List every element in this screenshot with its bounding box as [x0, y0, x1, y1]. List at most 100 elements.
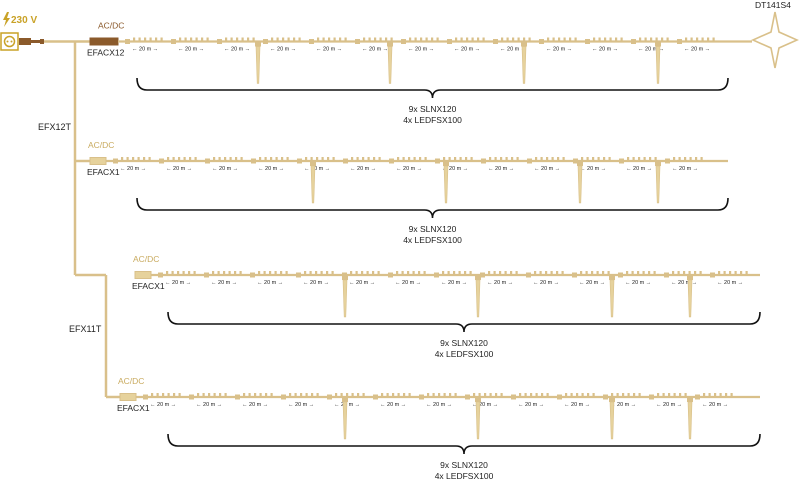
- bulb: [592, 157, 595, 161]
- bulb: [655, 37, 658, 42]
- bracket-line2: 4x LEDFSX100: [403, 235, 462, 245]
- bulb: [293, 37, 296, 42]
- led-floodlight-stake: [577, 160, 583, 204]
- bulb: [515, 271, 518, 275]
- bulb: [718, 271, 721, 275]
- string-segment: ← 20 m →: [281, 393, 319, 408]
- bulb: [239, 271, 242, 275]
- bulb: [351, 393, 354, 397]
- segment-length-label: ← 20 m →: [120, 166, 146, 172]
- string-segment: ← 20 m →: [631, 37, 669, 53]
- string-segment: ← 20 m →: [309, 37, 347, 53]
- segment-length-label: ← 20 m →: [132, 47, 158, 53]
- string-segment: ← 20 m →: [526, 271, 564, 286]
- adapter-type-label: AC/DC: [98, 21, 124, 31]
- segment-length-label: ← 20 m →: [533, 280, 559, 286]
- bulb: [218, 157, 221, 161]
- bulb: [458, 271, 461, 275]
- connector: [649, 394, 654, 400]
- bulb: [541, 393, 544, 397]
- bulb: [627, 157, 630, 161]
- string-segment: ← 20 m →: [481, 157, 519, 172]
- bulb: [729, 271, 732, 275]
- bulb: [213, 393, 216, 397]
- segment-length-label: ← 20 m →: [580, 166, 606, 172]
- led-floodlight-stake: [310, 160, 316, 204]
- connector: [389, 158, 394, 164]
- bulb: [443, 157, 446, 161]
- bulb: [626, 271, 629, 275]
- bulb: [552, 37, 555, 42]
- connector: [619, 158, 624, 164]
- bracket-line1: 9x SLNX120: [409, 224, 457, 234]
- string-segment: ← 20 m →: [695, 393, 733, 408]
- segment-length-label: ← 20 m →: [702, 402, 728, 408]
- adapter-model-label: EFACX1: [132, 281, 165, 291]
- bulb: [725, 393, 728, 397]
- bulb: [195, 37, 198, 42]
- segment-length-label: ← 20 m →: [454, 47, 480, 53]
- bulb: [138, 37, 141, 42]
- bulb: [315, 271, 318, 275]
- bulb: [488, 271, 491, 275]
- string-segment: ← 20 m →: [480, 271, 518, 286]
- bulb: [620, 37, 623, 42]
- string-segment: ← 20 m →: [585, 37, 623, 53]
- bulb: [328, 37, 331, 42]
- bulb: [155, 37, 158, 42]
- connector: [539, 39, 544, 44]
- segment-length-label: ← 20 m →: [350, 166, 376, 172]
- bulb: [534, 271, 537, 275]
- string-segment: ← 20 m →: [171, 37, 209, 53]
- bulb: [690, 37, 693, 42]
- bulb: [397, 393, 400, 397]
- bulb: [305, 157, 308, 161]
- segment-length-label: ← 20 m →: [257, 280, 283, 286]
- star-topper-icon: [751, 11, 799, 69]
- bulb: [368, 37, 371, 42]
- acdc-adapter: [119, 393, 137, 401]
- string-segment: ← 20 m →: [373, 393, 411, 408]
- segment-length-label: ← 20 m →: [166, 166, 192, 172]
- string-segment: ← 20 m →: [217, 37, 255, 53]
- bulb: [535, 157, 538, 161]
- string-segment: ← 20 m →: [619, 157, 657, 172]
- led-floodlight-stake: [609, 274, 615, 318]
- bulb: [335, 393, 338, 397]
- bulb: [607, 271, 610, 275]
- string-segment: ← 20 m →: [204, 271, 242, 286]
- string-segment: ← 20 m →: [125, 37, 163, 53]
- bulb: [243, 393, 246, 397]
- connector: [217, 39, 222, 44]
- bulb: [587, 393, 590, 397]
- adapter-type-label: AC/DC: [133, 254, 159, 264]
- bulb: [648, 271, 651, 275]
- connector: [631, 39, 636, 44]
- bulb: [649, 157, 652, 161]
- segment-length-label: ← 20 m →: [150, 402, 176, 408]
- bulb: [317, 37, 320, 42]
- bulb: [217, 271, 220, 275]
- bulb: [654, 157, 657, 161]
- bulb: [201, 37, 204, 42]
- bulb: [298, 37, 301, 42]
- bulb: [403, 393, 406, 397]
- bulb: [219, 393, 222, 397]
- bulb: [160, 37, 163, 42]
- bulb: [412, 271, 415, 275]
- segment-length-label: ← 20 m →: [178, 47, 204, 53]
- lightning-bolt-icon: [3, 12, 10, 27]
- segment-length-label: ← 20 m →: [165, 280, 191, 286]
- connector: [113, 158, 118, 164]
- bulb: [530, 393, 533, 397]
- bulb: [270, 157, 273, 161]
- segment-length-label: ← 20 m →: [288, 402, 314, 408]
- bulb: [149, 37, 152, 42]
- connector: [159, 158, 164, 164]
- bulb: [580, 271, 583, 275]
- bulb: [449, 393, 452, 397]
- bulb: [661, 37, 664, 42]
- bulb: [362, 157, 365, 161]
- bulb: [287, 37, 290, 42]
- string-segment: ← 20 m →: [297, 157, 335, 172]
